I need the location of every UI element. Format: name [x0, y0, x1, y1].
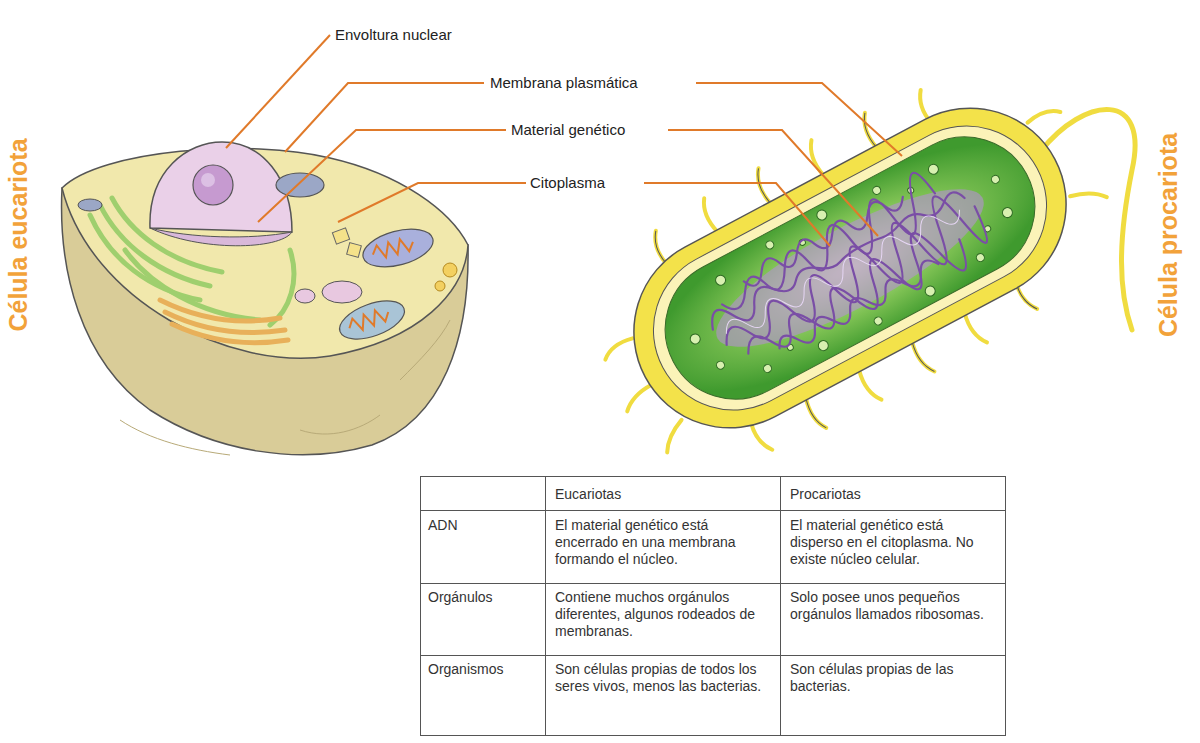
table-cell: Son células propias de las bacterias.	[790, 661, 995, 695]
table-row-header: Organismos	[428, 661, 538, 678]
table-row-header: Orgánulos	[428, 589, 538, 606]
table-cell: Contiene muchos orgánulos diferentes, al…	[555, 589, 770, 640]
leader-lines	[226, 35, 902, 246]
part-label: Material genético	[511, 121, 625, 139]
table-grid	[421, 477, 1006, 736]
table-header: Eucariotas	[555, 486, 770, 503]
part-label: Membrana plasmática	[490, 74, 638, 92]
table-cell: El material genético está encerrado en u…	[555, 517, 770, 568]
table-cell: Son células propias de todos los seres v…	[555, 661, 770, 695]
table-header: Procariotas	[790, 486, 995, 503]
part-label: Citoplasma	[530, 174, 605, 192]
cell-type-title: Célula eucariota	[4, 138, 33, 331]
prokaryotic-cell	[555, 30, 1141, 507]
table-cell: El material genético está disperso en el…	[790, 517, 995, 568]
table-cell: Solo posee unos pequeños orgánulos llama…	[790, 589, 995, 623]
table-row-header: ADN	[428, 517, 538, 534]
part-label: Envoltura nuclear	[335, 26, 452, 44]
cell-type-title: Célula procariota	[1154, 133, 1183, 337]
